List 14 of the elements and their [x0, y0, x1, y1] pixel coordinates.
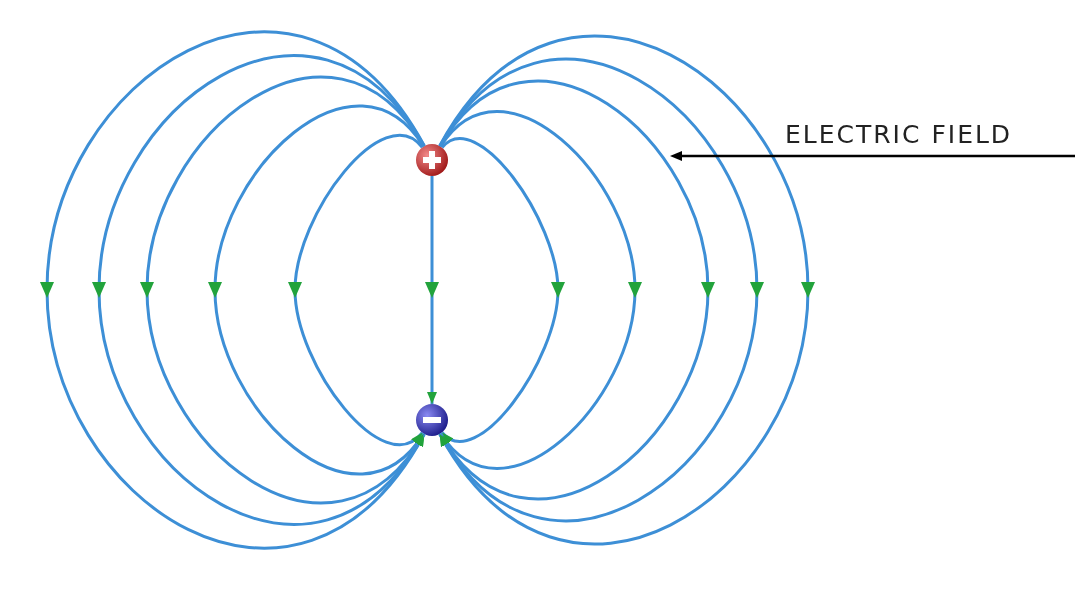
field-line: [140, 75, 426, 505]
field-line: [438, 34, 815, 546]
positive-charge: [416, 144, 448, 176]
field-line: [40, 30, 426, 550]
field-line: [441, 137, 565, 443]
field-line: [438, 79, 715, 501]
field-line: [208, 104, 425, 476]
field-line: [439, 110, 642, 470]
leader-line: [670, 151, 1075, 161]
field-label: ELECTRIC FIELD: [785, 120, 1013, 149]
negative-charge: [416, 404, 448, 436]
field-line: [425, 176, 439, 404]
field-line: [92, 54, 426, 526]
field-line: [288, 133, 424, 447]
